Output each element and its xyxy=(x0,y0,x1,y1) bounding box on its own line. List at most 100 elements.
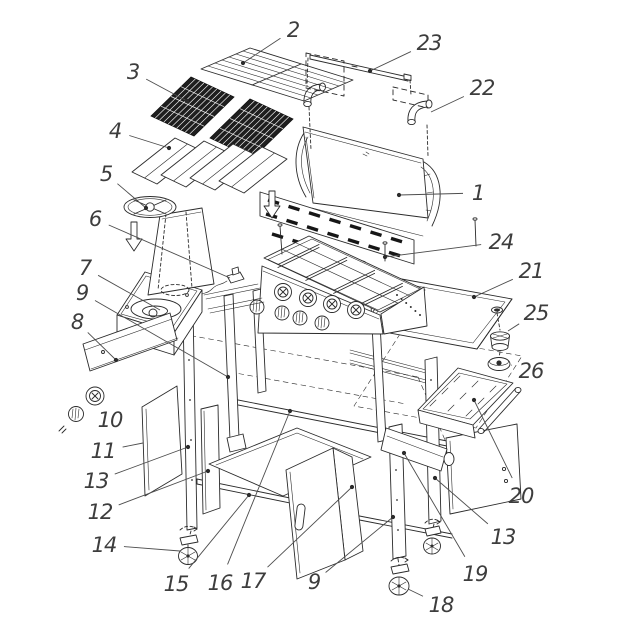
callout-16-dot xyxy=(287,408,293,414)
part-number-7: 7 xyxy=(79,256,93,280)
callout-7-leader xyxy=(97,274,161,311)
callout-4-leader xyxy=(129,135,170,149)
part-number-8: 8 xyxy=(71,310,84,334)
callout-21-dot xyxy=(471,294,477,300)
callout-9-dot xyxy=(225,374,231,380)
door-handle xyxy=(294,503,306,531)
callout-3-leader xyxy=(146,78,188,102)
fasteners xyxy=(125,190,478,262)
side-tray-20 xyxy=(417,367,522,439)
callout-25-leader xyxy=(507,323,520,332)
callout-12-dot xyxy=(205,468,211,474)
part-number-16: 16 xyxy=(208,571,233,595)
part-number-13: 13 xyxy=(84,469,109,493)
firebox-assembly xyxy=(197,191,428,335)
part-number-12: 12 xyxy=(88,500,113,524)
part-number-1: 1 xyxy=(472,181,484,205)
callout-13-leader xyxy=(114,446,189,475)
windscreen xyxy=(147,207,215,296)
part-number-4: 4 xyxy=(109,119,121,143)
rear-right-leg xyxy=(424,356,442,525)
callout-9-leader xyxy=(94,300,229,378)
heat-plates xyxy=(131,137,288,194)
end-cap-26 xyxy=(487,357,511,371)
part-number-14: 14 xyxy=(92,533,117,557)
callout-24-leader xyxy=(384,244,482,258)
door-panel-17 xyxy=(285,447,364,580)
callout-19-dot xyxy=(401,450,407,456)
handle-parts xyxy=(303,52,433,157)
callout-6-leader xyxy=(108,224,231,279)
lid-assembly xyxy=(295,126,441,237)
callout-20-leader xyxy=(473,399,513,479)
small-parts xyxy=(487,312,511,371)
handle-elbow-left xyxy=(303,82,326,151)
rear-left-leg xyxy=(223,293,240,441)
callout-11-leader xyxy=(122,442,144,448)
callout-19-leader xyxy=(403,452,466,557)
callout-22-leader xyxy=(430,96,465,113)
part-number-17: 17 xyxy=(241,569,267,593)
callout-13-leader xyxy=(434,477,489,525)
caster-wheel-14 xyxy=(178,525,199,565)
callout-2-leader xyxy=(242,37,281,64)
side-burner-knob xyxy=(58,386,105,434)
callout-13-dot xyxy=(432,475,438,481)
burner-knob-bezels xyxy=(274,283,365,319)
screw-icon xyxy=(472,217,478,247)
control-knobs xyxy=(249,299,330,331)
burner-bars xyxy=(277,244,403,307)
handle-mount-outline-left xyxy=(305,52,345,97)
part-number-15: 15 xyxy=(164,572,189,596)
callout-23-leader xyxy=(369,51,412,72)
part-number-20: 20 xyxy=(509,484,534,508)
cup-holder-25 xyxy=(490,331,510,351)
callout-18-leader xyxy=(407,588,424,597)
down-arrow-icon xyxy=(263,190,281,219)
callout-15-dot xyxy=(246,492,252,498)
lid-handle-left xyxy=(295,132,307,198)
warming-rack xyxy=(200,47,354,102)
part-number-6: 6 xyxy=(89,207,102,231)
callout-14-leader xyxy=(123,546,181,552)
front-right-leg xyxy=(388,423,407,560)
part-number-11: 11 xyxy=(91,439,116,463)
part-number-25: 25 xyxy=(524,301,549,325)
part-number-9: 9 xyxy=(308,570,321,594)
part-number-3: 3 xyxy=(127,60,139,84)
cooking-grates xyxy=(150,76,294,159)
front-left-leg xyxy=(182,307,198,531)
bottom-shelf xyxy=(208,427,372,497)
callout-20-dot xyxy=(471,397,477,403)
part-number-24: 24 xyxy=(489,230,514,254)
right-cart xyxy=(380,356,522,596)
inner-panel-12 xyxy=(200,404,221,515)
igniter-valve xyxy=(197,266,245,298)
callout-12-leader xyxy=(118,470,209,506)
callout-2-dot xyxy=(240,60,246,66)
part-number-26: 26 xyxy=(519,359,544,383)
side-control-panel xyxy=(82,312,179,372)
callout-1-leader xyxy=(398,192,464,196)
right-side-panel xyxy=(445,423,522,515)
callout-23-dot xyxy=(367,68,373,74)
callout-15-leader xyxy=(188,494,250,569)
part-number-2: 2 xyxy=(287,18,300,42)
lid-handle-right xyxy=(423,161,441,227)
part-number-21: 21 xyxy=(519,259,544,283)
part-number-18: 18 xyxy=(429,593,454,617)
side-burner-trivet xyxy=(123,196,177,218)
callout-8-dot xyxy=(113,357,119,363)
caster-wheel-18 xyxy=(388,556,410,596)
part-number-22: 22 xyxy=(470,76,495,100)
screw-icon xyxy=(277,223,283,255)
side-burner-assembly xyxy=(58,196,265,434)
rear-shield xyxy=(259,191,415,265)
callout-21-leader xyxy=(473,278,513,298)
callout-8-leader xyxy=(87,332,117,361)
part-number-19: 19 xyxy=(463,562,488,586)
side-panel-11 xyxy=(141,385,183,497)
caster-wheel-rear xyxy=(423,518,442,555)
